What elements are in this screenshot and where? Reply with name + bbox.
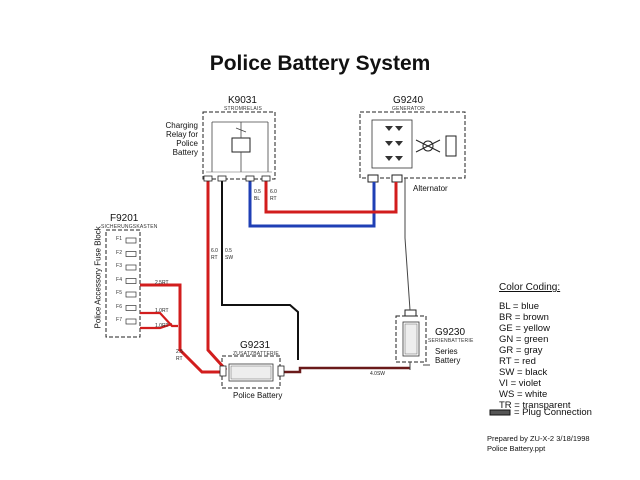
relay-sub: STROMRELAIS bbox=[224, 106, 263, 112]
wire-label: 4.0SW bbox=[370, 371, 386, 377]
fuse-block-f9201 bbox=[105, 229, 141, 338]
wire-label: 2.5 bbox=[176, 349, 183, 355]
alternator-label: Alternator bbox=[413, 184, 448, 193]
wire-black-ground bbox=[280, 366, 410, 374]
relay-k9031-box bbox=[202, 111, 276, 180]
legend-item: TR = transparent bbox=[499, 400, 571, 411]
file-name: Police Battery.ppt bbox=[487, 444, 546, 453]
plug-connection-legend: = Plug Connection bbox=[514, 407, 592, 418]
color-coding-heading: Color Coding: bbox=[499, 282, 561, 293]
police-battery-g9231-box bbox=[221, 355, 281, 389]
wire-red-fuse-feeds bbox=[140, 283, 226, 374]
legend-item: BR = brown bbox=[499, 312, 549, 323]
fuse-symbol bbox=[125, 278, 137, 284]
fuse-f7: F7 bbox=[116, 317, 123, 323]
fuse-f1: F1 bbox=[116, 236, 123, 242]
fuse-f6: F6 bbox=[116, 303, 123, 310]
series-battery-label: Series Battery bbox=[435, 347, 461, 365]
wire-red-relay-to-battery bbox=[206, 178, 228, 372]
plug-connection-symbol bbox=[489, 409, 511, 416]
wire-label: RT bbox=[270, 196, 277, 202]
legend-item: WS = white bbox=[499, 389, 548, 400]
fuse-f4: F4 bbox=[116, 276, 123, 283]
legend-item: VI = violet bbox=[499, 378, 541, 389]
wire-label: 2.5RT bbox=[155, 280, 169, 286]
color-coding-list: BL = blue BR = brown GE = yellow GN = gr… bbox=[499, 301, 571, 411]
prepared-by: Prepared by ZU-X-2 3/18/1998 bbox=[487, 434, 590, 443]
fuse-symbol bbox=[125, 318, 137, 325]
alternator-g9240-box bbox=[359, 111, 466, 183]
wire-label: 6.0 bbox=[211, 248, 218, 254]
legend-item: GN = green bbox=[499, 334, 549, 345]
police-battery-label: Police Battery bbox=[233, 391, 283, 400]
series-battery-sub: SERIENBATTERIE bbox=[428, 338, 474, 344]
fuse-f5: F5 bbox=[116, 290, 123, 296]
wire-label: 6.0 bbox=[270, 189, 277, 195]
fuse-symbol bbox=[125, 264, 137, 271]
series-battery-g9230-box bbox=[395, 309, 427, 363]
wire-label: 0.5 bbox=[254, 189, 261, 195]
wire-label: RT bbox=[176, 356, 183, 362]
wire-black-relay-coil bbox=[221, 178, 299, 360]
wire-label: 1.0RT bbox=[155, 308, 169, 314]
wire-blue bbox=[248, 178, 376, 228]
wire-label: SW bbox=[225, 255, 234, 261]
fuse-symbol bbox=[125, 305, 137, 311]
fuse-f3: F3 bbox=[116, 263, 123, 269]
fuse-symbol bbox=[125, 237, 137, 244]
alternator-code: G9240 bbox=[393, 95, 424, 106]
series-battery-code: G9230 bbox=[435, 327, 466, 338]
legend-item: SW = black bbox=[499, 367, 548, 378]
wire-label: 0.5 bbox=[225, 248, 232, 254]
wire-label: RT bbox=[211, 255, 218, 261]
legend-item: GR = gray bbox=[499, 345, 543, 356]
fuse-block-sub: SICHERUNGSKASTEN bbox=[101, 224, 158, 230]
police-battery-code: G9231 bbox=[240, 340, 271, 351]
legend-item: BL = blue bbox=[499, 301, 540, 312]
fuse-symbol bbox=[125, 291, 137, 298]
plug-connectors bbox=[203, 175, 285, 377]
wire-label: 1.0RT bbox=[155, 323, 169, 329]
fuse-symbol bbox=[125, 251, 137, 257]
page-title: Police Battery System bbox=[209, 52, 431, 75]
wire-red-alternator bbox=[264, 178, 398, 214]
relay-description: Charging Relay for Police Battery bbox=[165, 121, 198, 157]
wire-label: BL bbox=[254, 196, 261, 202]
fuse-block-side-label: Police Accessory Fuse Block bbox=[93, 226, 103, 329]
fuse-list: F1 F2 F3 F4 F5 F6 F7 bbox=[116, 236, 138, 331]
legend-item: RT = red bbox=[499, 356, 536, 367]
legend-item: GE = yellow bbox=[499, 323, 550, 334]
relay-code: K9031 bbox=[228, 95, 257, 106]
police-battery-sub: ZUSATZBATTERIE bbox=[233, 351, 279, 357]
fuse-f2: F2 bbox=[116, 249, 123, 256]
wire-thin-series bbox=[404, 178, 430, 370]
alternator-sub: GENERATOR bbox=[392, 106, 426, 112]
fuse-block-code: F9201 bbox=[110, 213, 139, 224]
